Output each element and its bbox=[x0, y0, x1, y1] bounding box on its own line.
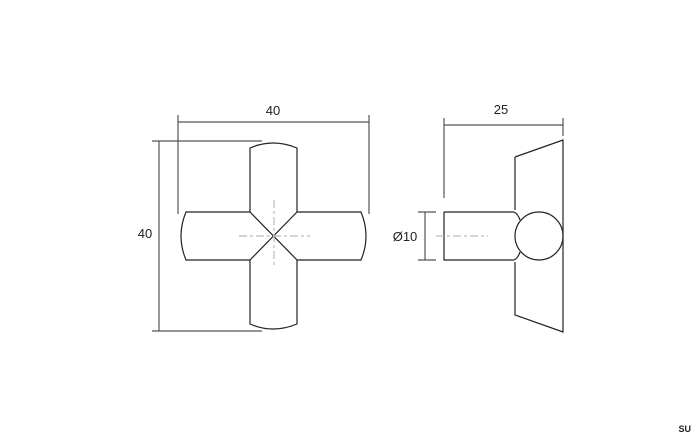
ball-joint bbox=[514, 211, 564, 261]
brand-mark: SU bbox=[678, 424, 691, 434]
depth-label: 25 bbox=[494, 102, 508, 117]
height-label: 40 bbox=[138, 226, 152, 241]
cross-knob-outline bbox=[180, 142, 367, 330]
diameter-label: Ø10 bbox=[393, 229, 418, 244]
base-plate-outline bbox=[514, 139, 564, 333]
side-view bbox=[418, 118, 564, 333]
shaft-outline bbox=[443, 211, 514, 261]
front-view bbox=[152, 115, 370, 332]
width-label: 40 bbox=[266, 103, 280, 118]
